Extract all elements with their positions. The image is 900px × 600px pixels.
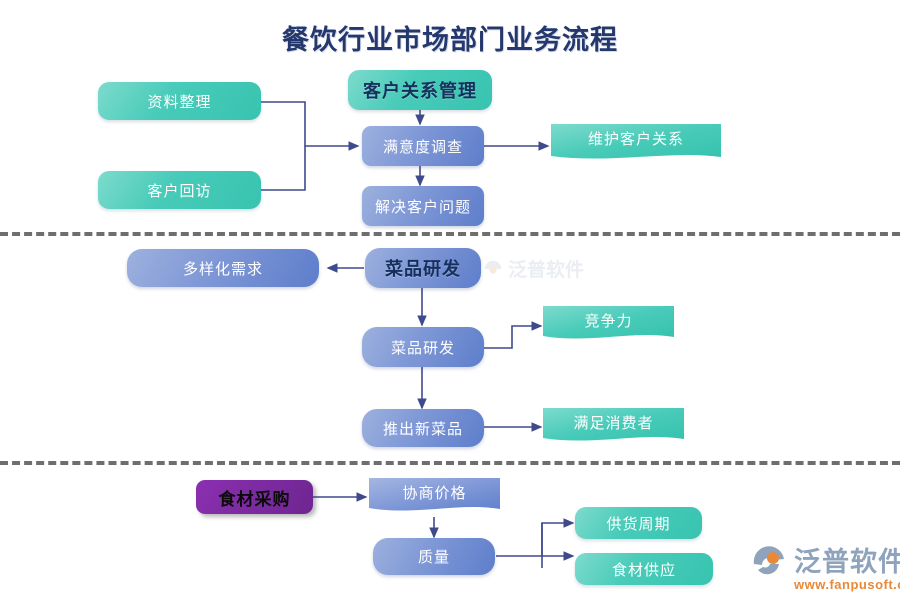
node-label: 解决客户问题 (374, 198, 471, 216)
node-dish-development-header[interactable]: 菜品研发 (365, 248, 481, 288)
node-solve-customer-issue[interactable]: 解决客户问题 (362, 186, 484, 226)
node-negotiate-price[interactable]: 协商价格 (369, 478, 500, 516)
wire-rnd-to-competitiveness (484, 321, 543, 349)
node-label: 满足消费者 (573, 414, 654, 432)
ribbon-shape (369, 478, 500, 511)
node-satisfy-consumer[interactable]: 满足消费者 (543, 408, 684, 446)
node-label: 推出新菜品 (382, 420, 463, 438)
node-label: 客户回访 (147, 182, 212, 200)
node-diversified-demand[interactable]: 多样化需求 (127, 249, 319, 287)
node-satisfaction-survey[interactable]: 满意度调查 (362, 126, 484, 166)
node-label: 客户关系管理 (363, 81, 477, 101)
section-divider-1 (0, 232, 900, 236)
node-quality[interactable]: 质量 (373, 538, 495, 575)
brand-mark-icon (753, 545, 784, 574)
node-customer-revisit[interactable]: 客户回访 (98, 171, 261, 209)
node-label: 供货周期 (606, 515, 671, 533)
wire-data-organize-to-survey (261, 101, 360, 151)
node-maintain-relations[interactable]: 维护客户关系 (551, 124, 721, 164)
node-label: 多样化需求 (182, 260, 263, 278)
ribbon-shape (543, 408, 684, 441)
node-label: 竞争力 (584, 312, 633, 330)
wire-revisit-to-join (261, 146, 306, 191)
brand-url: www.fanpusoft.com (794, 577, 900, 592)
node-label: 食材采购 (218, 489, 291, 509)
node-label: 满意度调查 (382, 138, 463, 156)
node-launch-new-dish[interactable]: 推出新菜品 (362, 409, 484, 447)
section-divider-2 (0, 461, 900, 465)
ribbon-shape (543, 306, 674, 339)
node-ingredient-purchase-header[interactable]: 食材采购 (196, 480, 313, 514)
node-crm-header[interactable]: 客户关系管理 (348, 70, 492, 110)
node-label: 菜品研发 (385, 259, 461, 279)
page-title: 餐饮行业市场部门业务流程 (282, 25, 618, 55)
node-label: 协商价格 (402, 484, 467, 502)
node-label: 资料整理 (147, 93, 212, 111)
node-competitiveness[interactable]: 竞争力 (543, 306, 674, 344)
brand-logo: 泛普软件 www.fanpusoft.com (752, 540, 900, 592)
node-label: 质量 (417, 549, 450, 566)
node-data-organize[interactable]: 资料整理 (98, 82, 261, 120)
ribbon-shape (551, 124, 721, 159)
node-label: 菜品研发 (390, 339, 455, 357)
node-dish-rnd[interactable]: 菜品研发 (362, 327, 484, 367)
node-supply-cycle[interactable]: 供货周期 (575, 507, 702, 539)
node-label: 食材供应 (611, 561, 676, 579)
brand-name: 泛普软件 (794, 547, 900, 577)
wire-quality-to-cycle (496, 518, 575, 557)
node-label: 维护客户关系 (587, 131, 684, 149)
node-ingredient-supply[interactable]: 食材供应 (575, 553, 713, 585)
